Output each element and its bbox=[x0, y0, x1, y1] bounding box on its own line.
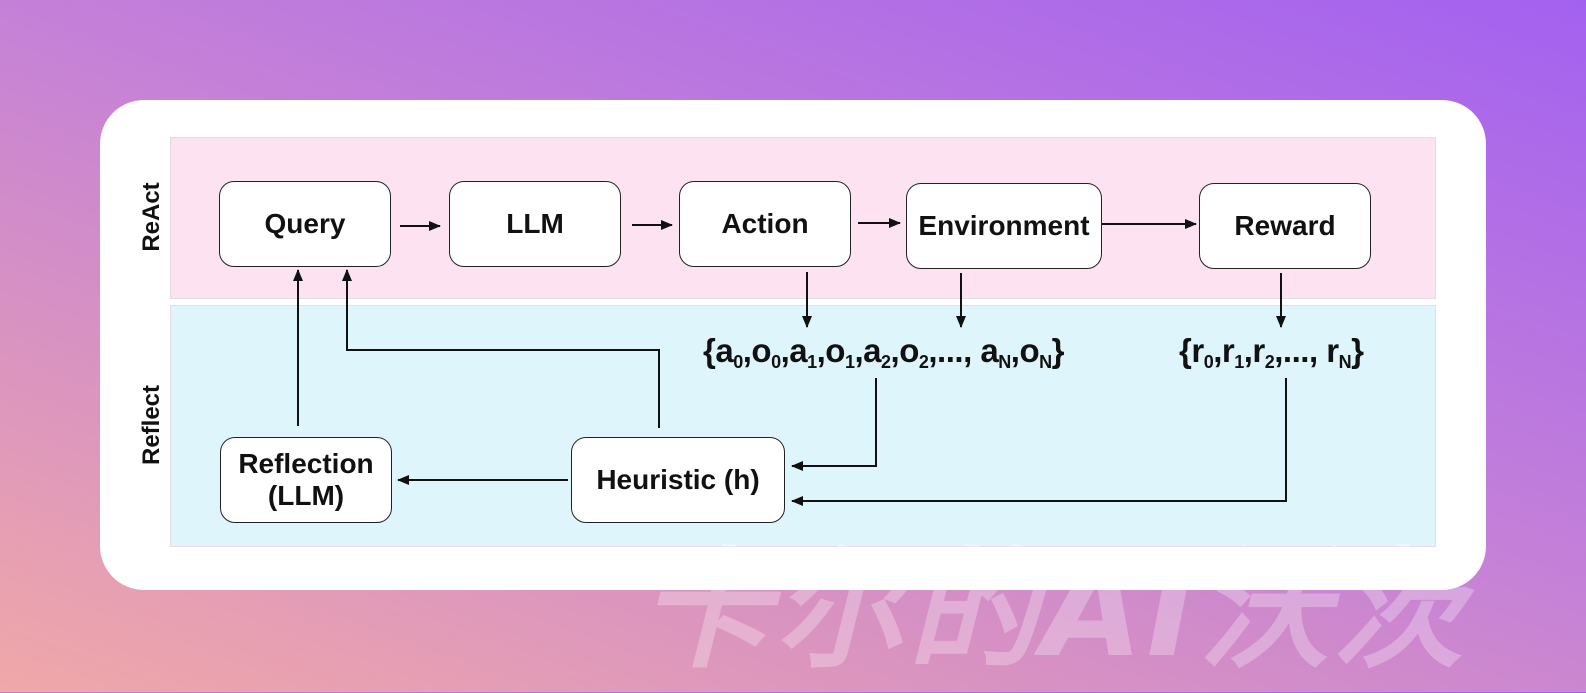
query-node: Query bbox=[219, 181, 391, 267]
llm-node: LLM bbox=[449, 181, 621, 267]
heuristic-node: Heuristic (h) bbox=[571, 437, 785, 523]
action-node: Action bbox=[679, 181, 851, 267]
environment-node: Environment bbox=[906, 183, 1102, 269]
trajectory-sequence: {a0,o0,a1,o1,a2,o2,..., aN,oN} bbox=[703, 332, 1064, 372]
reflection-node-line1: Reflection bbox=[238, 447, 374, 479]
reflection-node-line2: (LLM) bbox=[267, 480, 345, 511]
diagram-card: ReAct Reflect bbox=[100, 100, 1486, 590]
arrow-trajectory-heuristic bbox=[791, 378, 877, 471]
watermark: 卡尔的AI沃茨 bbox=[640, 534, 1467, 686]
reflection-node: Reflection (LLM) bbox=[220, 437, 392, 523]
reward-sequence: {r0,r1,r2,..., rN} bbox=[1179, 332, 1364, 372]
reward-node: Reward bbox=[1199, 183, 1371, 269]
connector-arrows bbox=[293, 218, 1287, 506]
arrow-heuristic-query bbox=[342, 269, 660, 428]
arrow-rewards-heuristic bbox=[791, 378, 1287, 506]
